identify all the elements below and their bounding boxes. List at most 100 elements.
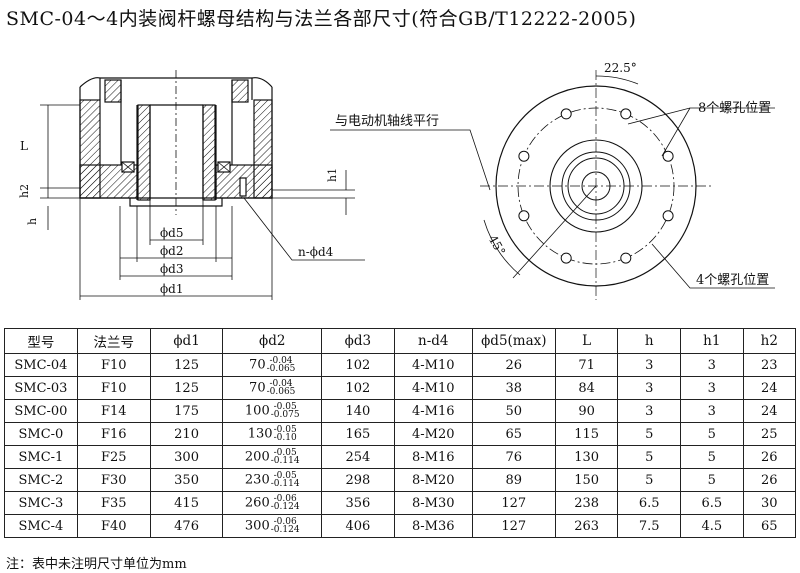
- cell-model: SMC-1: [4, 445, 78, 469]
- cell-d1: 175: [149, 399, 224, 423]
- header-d2: ϕd2: [222, 328, 322, 354]
- cell-L: 84: [554, 376, 619, 400]
- cell-nd4: 8-M20: [393, 468, 473, 492]
- pin-right: [239, 177, 247, 197]
- cell-d3: 102: [320, 353, 395, 377]
- cell-h2: 30: [742, 491, 797, 515]
- d2-upper-deviation: -0.04: [269, 379, 293, 389]
- label-h1: h1: [326, 168, 339, 182]
- angle-arc-45: [483, 219, 521, 276]
- cell-d3: 298: [320, 468, 395, 492]
- label-holes4: 4个螺孔位置: [696, 273, 769, 288]
- cell-L: 238: [554, 491, 619, 515]
- cell-flange: F30: [76, 468, 151, 492]
- cell-d5: 50: [471, 399, 556, 423]
- footnote: 注：表中未注明尺寸单位为mm: [6, 557, 187, 572]
- label-L: L: [20, 139, 28, 153]
- cell-h1: 3: [680, 376, 744, 400]
- d2-upper-deviation: -0.04: [269, 356, 293, 366]
- bore-outline: [149, 104, 204, 200]
- d2-nominal: 200: [244, 449, 270, 465]
- cell-L: 90: [554, 399, 619, 423]
- cell-d1: 476: [149, 514, 224, 538]
- d2-nominal: 130: [247, 426, 273, 442]
- d2-lower-deviation: -0.114: [270, 479, 300, 489]
- d2-tolerance: -0.05-0.10: [273, 425, 297, 443]
- cell-model: SMC-0: [4, 422, 78, 446]
- flange-view: [330, 70, 775, 300]
- cell-d2: 130-0.05-0.10: [222, 422, 322, 446]
- d2-lower-deviation: -0.124: [270, 525, 300, 535]
- cell-model: SMC-03: [4, 376, 78, 400]
- cell-h2: 24: [742, 399, 797, 423]
- cell-nd4: 8-M30: [393, 491, 473, 515]
- cell-L: 263: [554, 514, 619, 538]
- cell-d1: 350: [149, 468, 224, 492]
- cell-nd4: 4-M10: [393, 376, 473, 400]
- cell-L: 115: [554, 422, 619, 446]
- cell-h1: 4.5: [680, 514, 744, 538]
- cell-d2: 70-0.04-0.065: [222, 376, 322, 400]
- d2-lower-deviation: -0.124: [270, 502, 300, 512]
- d2-lower-deviation: -0.065: [266, 387, 296, 397]
- d2-tolerance: -0.05-0.114: [271, 448, 300, 466]
- cell-d3: 140: [320, 399, 395, 423]
- cell-h2: 25: [742, 422, 797, 446]
- header-L: L: [554, 328, 619, 354]
- d2-nominal: 100: [244, 403, 270, 419]
- cell-model: SMC-04: [4, 353, 78, 377]
- cell-d5: 26: [471, 353, 556, 377]
- cell-d1: 125: [149, 353, 224, 377]
- cell-d3: 356: [320, 491, 395, 515]
- cell-d5: 127: [471, 514, 556, 538]
- d2-nominal: 230: [244, 472, 270, 488]
- cell-h: 3: [617, 353, 682, 377]
- section-view: [79, 70, 273, 215]
- cell-d2: 260-0.06-0.124: [222, 491, 322, 515]
- cell-h: 7.5: [617, 514, 682, 538]
- d2-tolerance: -0.04-0.065: [267, 356, 296, 374]
- cell-d1: 125: [149, 376, 224, 400]
- d2-nominal: 300: [244, 518, 270, 534]
- top-collar-right-hatch: [231, 79, 249, 103]
- cell-h2: 26: [742, 468, 797, 492]
- cell-h2: 24: [742, 376, 797, 400]
- d2-upper-deviation: -0.05: [273, 448, 297, 458]
- cell-h: 3: [617, 399, 682, 423]
- label-nd4: n-ϕd4: [298, 245, 334, 259]
- cell-d3: 165: [320, 422, 395, 446]
- d2-upper-deviation: -0.05: [273, 425, 297, 435]
- cell-d1: 415: [149, 491, 224, 515]
- header-d3: ϕd3: [320, 328, 395, 354]
- table-header-row: 型号 法兰号 ϕd1 ϕd2 ϕd3 n-d4 ϕd5(max) L h h1 …: [4, 328, 797, 354]
- bolt-hole: [560, 108, 572, 120]
- cell-h1: 3: [680, 353, 744, 377]
- cell-d5: 38: [471, 376, 556, 400]
- cell-d1: 210: [149, 422, 224, 446]
- cell-L: 130: [554, 445, 619, 469]
- d2-upper-deviation: -0.06: [273, 494, 297, 504]
- leader-holes8-b: [661, 107, 691, 157]
- angle-arc-top: [595, 75, 639, 85]
- cell-d2: 70-0.04-0.065: [222, 353, 322, 377]
- technical-drawing: L h2 h h1 ϕd5 ϕd2 ϕd3 ϕd1 n-ϕd4 22.5° 45…: [18, 61, 775, 300]
- cell-h: 5: [617, 468, 682, 492]
- cell-nd4: 4-M16: [393, 399, 473, 423]
- label-d3: ϕd3: [160, 262, 184, 276]
- cell-d2: 100-0.05-0.075: [222, 399, 322, 423]
- cell-flange: F25: [76, 445, 151, 469]
- cell-h1: 6.5: [680, 491, 744, 515]
- collar-curves: [79, 77, 273, 88]
- dimension-lines: [40, 104, 365, 300]
- bearing-right-x: [217, 161, 231, 173]
- cell-nd4: 4-M20: [393, 422, 473, 446]
- d2-tolerance: -0.05-0.114: [270, 472, 300, 489]
- label-h2: h2: [18, 184, 31, 198]
- leader-parallel: [330, 129, 491, 191]
